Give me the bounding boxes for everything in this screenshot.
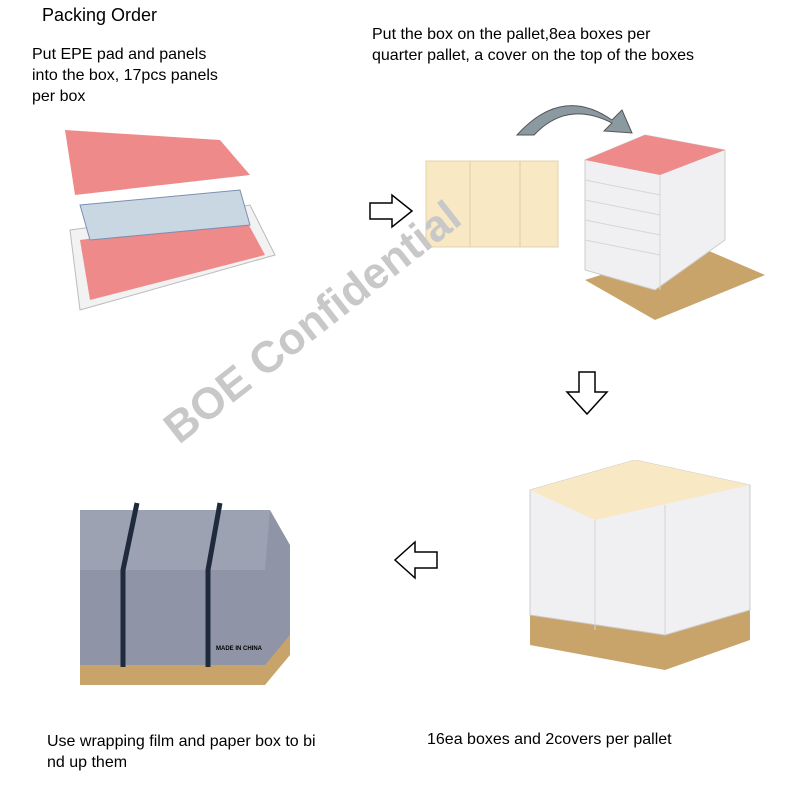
full-pallet-illustration: [529, 460, 751, 670]
quarter-pallet-illustration: [584, 134, 765, 320]
made-in-china-label: MADE IN CHINA: [216, 646, 262, 652]
step2-text: Put the box on the pallet,8ea boxes per …: [372, 26, 694, 64]
step4-text: Use wrapping film and paper box to bi nd…: [47, 733, 316, 771]
page-title: Packing Order: [42, 5, 158, 25]
wrapped-pallet-illustration: [80, 502, 290, 685]
step3-text: 16ea boxes and 2covers per pallet: [427, 731, 672, 748]
arrow-down-icon: [565, 371, 609, 416]
arrow-right-icon: [369, 193, 414, 229]
arrow-left-icon: [393, 540, 438, 580]
step1-text: Put EPE pad and panels into the box, 17p…: [32, 46, 218, 105]
curved-arrow-icon: [515, 105, 633, 136]
cover-sheet-illustration: [425, 160, 559, 248]
box-with-pads-illustration: [65, 130, 276, 311]
